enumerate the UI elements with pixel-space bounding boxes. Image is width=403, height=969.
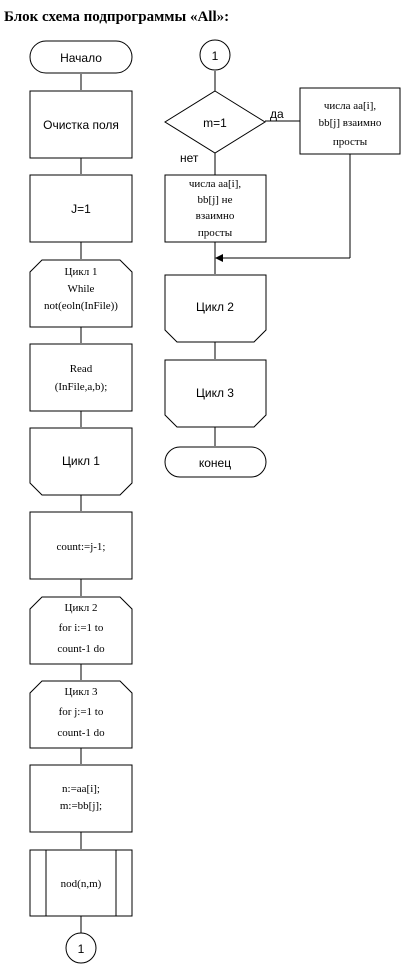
loop1-open-block: Цикл 1 While not(eoln(InFile)) [29, 259, 133, 328]
loop3-close-block: Цикл 3 [164, 359, 267, 428]
count-label: count:=j-1; [57, 541, 106, 553]
coprime-no-box: числа aa[i], bb[j] не взаимно просты [164, 174, 267, 243]
no-box-line-4: просты [198, 227, 233, 239]
start-label: Начало [60, 51, 102, 65]
clear-field-process: Очистка поля [29, 90, 133, 159]
right-flow-lines [214, 71, 351, 446]
yes-branch-label: да [270, 107, 284, 121]
no-box-line-3: взаимно [196, 210, 235, 222]
loop1-open-line-2: While [68, 283, 95, 295]
read-line-1: Read [70, 363, 93, 375]
decision-label: m=1 [203, 116, 227, 130]
loop1-close-label: Цикл 1 [62, 454, 100, 468]
loop2-open-line-1: Цикл 2 [65, 602, 98, 614]
clear-field-label: Очистка поля [43, 118, 119, 132]
connector-out-label: 1 [78, 942, 85, 956]
assign-line-2: m:=bb[j]; [60, 800, 102, 812]
merge-arrowhead [215, 254, 223, 262]
loop1-close-block: Цикл 1 [29, 427, 133, 496]
no-box-line-1: числа aa[i], [189, 178, 242, 190]
loop3-open-block: Цикл 3 for j:=1 to count-1 do [29, 680, 133, 749]
nod-call-label: nod(n,m) [61, 878, 102, 890]
loop2-open-line-2: for i:=1 to [59, 622, 104, 634]
read-process: Read (InFile,a,b); [29, 343, 133, 412]
connector-in-label: 1 [212, 49, 219, 63]
loop3-open-line-2: for j:=1 to [59, 706, 104, 718]
connector-in: 1 [199, 39, 231, 71]
yes-box-line-1: числа aa[i], [324, 100, 377, 112]
loop3-open-line-1: Цикл 3 [65, 686, 98, 698]
assign-line-1: n:=aa[i]; [62, 783, 100, 795]
loop1-open-line-3: not(eoln(InFile)) [44, 300, 118, 312]
assign-process: n:=aa[i]; m:=bb[j]; [29, 764, 133, 833]
loop2-open-line-3: count-1 do [57, 643, 105, 655]
j-init-label: J=1 [71, 202, 91, 216]
diagram-title: Блок схема подпрограммы «All»: [4, 9, 229, 25]
end-terminator: конец [164, 446, 267, 478]
nod-subroutine-call: nod(n,m) [29, 849, 133, 917]
loop2-close-label: Цикл 2 [196, 300, 234, 314]
connector-out: 1 [65, 932, 97, 964]
end-label: конец [199, 456, 231, 470]
loop2-close-block: Цикл 2 [164, 274, 267, 343]
no-branch-label: нет [180, 151, 199, 165]
yes-box-line-3: просты [333, 136, 368, 148]
read-line-2: (InFile,a,b); [55, 381, 108, 393]
loop2-open-block: Цикл 2 for i:=1 to count-1 do [29, 596, 133, 665]
start-terminator: Начало [29, 40, 133, 74]
loop3-open-line-3: count-1 do [57, 727, 105, 739]
coprime-yes-box: числа aa[i], bb[j] взаимно просты [299, 87, 401, 155]
decision-m-equals-1: m=1 [164, 90, 266, 154]
j-init-process: J=1 [29, 174, 133, 243]
yes-box-line-2: bb[j] взаимно [319, 117, 382, 129]
no-box-line-2: bb[j] не [198, 194, 233, 206]
loop1-open-line-1: Цикл 1 [65, 266, 98, 278]
count-process: count:=j-1; [29, 511, 133, 580]
loop3-close-label: Цикл 3 [196, 386, 234, 400]
